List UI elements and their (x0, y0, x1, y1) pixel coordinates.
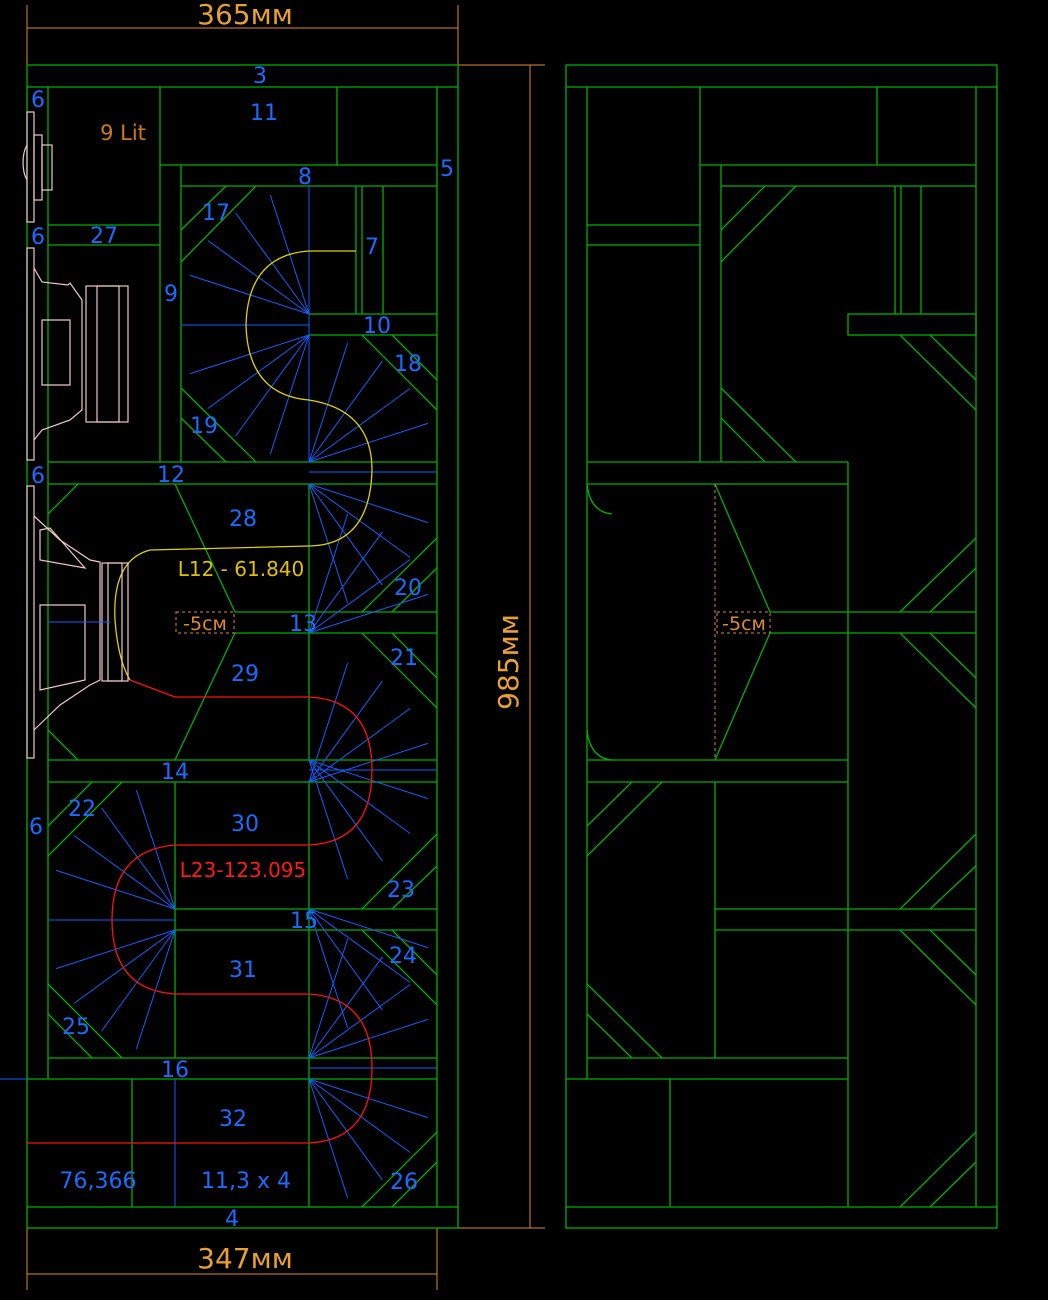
volume-label: 9 Lit (100, 121, 146, 145)
fan-line (308, 1078, 411, 1153)
label-14: 14 (161, 760, 189, 785)
dimension-height: 985мм (458, 64, 545, 1229)
label-22: 22 (68, 797, 96, 822)
label-9: 9 (164, 282, 178, 307)
fan-line (73, 835, 176, 910)
label-18: 18 (394, 352, 422, 377)
label-25: 25 (62, 1015, 90, 1040)
fan-line (308, 708, 411, 783)
label-31: 31 (229, 958, 257, 983)
label-11: 11 (250, 101, 278, 126)
label-10: 10 (363, 314, 391, 339)
dimension-top: 365мм (26, 0, 459, 65)
fan-line (308, 759, 429, 800)
label-26: 26 (390, 1170, 418, 1195)
label-3: 3 (253, 64, 267, 89)
label-28: 28 (229, 507, 257, 532)
fan-line (308, 513, 349, 634)
label-23: 23 (387, 878, 415, 903)
tweeter (22, 111, 53, 223)
fan-line (269, 334, 310, 455)
fan-line (101, 807, 176, 910)
label-7: 7 (365, 235, 379, 260)
port-path-long (27, 679, 373, 1144)
fan-line (308, 956, 383, 1059)
offset-box-left (175, 611, 235, 634)
area-value: 76,366 (60, 1169, 137, 1194)
dimension-bottom: 347мм (26, 1228, 438, 1290)
label-6: 6 (29, 815, 43, 840)
label-8: 8 (298, 165, 312, 190)
fan-line (308, 742, 429, 783)
fan-line (308, 908, 429, 949)
fan-line (308, 559, 411, 634)
label-19: 19 (190, 414, 218, 439)
label-4: 4 (225, 1207, 239, 1232)
label-6: 6 (31, 464, 45, 489)
offset-box-right (716, 611, 771, 634)
label-27: 27 (90, 224, 118, 249)
dimension-top-label: 365мм (197, 0, 293, 31)
fan-line (308, 680, 383, 783)
label-12: 12 (157, 463, 185, 488)
woofer-lower (26, 485, 129, 759)
label-29: 29 (231, 662, 259, 687)
fan-line (308, 1078, 383, 1181)
fan-line (308, 908, 383, 1011)
woofer-upper (26, 247, 129, 461)
yellow-path-length: L12 - 61.840 (178, 557, 305, 581)
fan-line (308, 483, 429, 524)
left-section (0, 64, 459, 1229)
label-16: 16 (161, 1058, 189, 1083)
fan-line (235, 334, 310, 437)
fan-line (308, 938, 349, 1059)
offset-label-left: -5см (183, 613, 227, 635)
label-21: 21 (390, 646, 418, 671)
fan-line (308, 908, 349, 1029)
label-30: 30 (231, 812, 259, 837)
fan-line (308, 531, 383, 634)
label-13: 13 (289, 612, 317, 637)
dimension-bottom-label: 347мм (197, 1242, 293, 1275)
fan-line (73, 929, 176, 1004)
fan-line (101, 929, 176, 1032)
label-17: 17 (202, 201, 230, 226)
label-24: 24 (389, 944, 417, 969)
annotations: 9 Lit L12 - 61.840 L23-123.095 -5см -5см… (60, 121, 766, 1194)
label-6: 6 (31, 225, 45, 250)
label-20: 20 (394, 576, 422, 601)
fan-line (308, 759, 383, 862)
fan-line (308, 593, 429, 634)
right-view (565, 64, 998, 1229)
fan-line (308, 360, 383, 463)
dimension-height-label: 985мм (492, 614, 525, 710)
label-5: 5 (440, 157, 454, 182)
fan-line (308, 984, 411, 1059)
red-path-length: L23-123.095 (180, 858, 307, 882)
label-32: 32 (219, 1107, 247, 1132)
fan-line (308, 662, 349, 783)
fan-line (308, 388, 411, 463)
fan-line (135, 789, 176, 910)
panel-labels: 3 4 5 6 6 6 6 7 8 9 10 11 12 13 14 15 16… (29, 64, 454, 1232)
fan-line (189, 274, 310, 315)
fan-line (135, 929, 176, 1050)
fan-line (308, 759, 411, 834)
label-15: 15 (290, 909, 318, 934)
offset-label-right: -5см (722, 613, 766, 635)
fan-line (308, 342, 349, 463)
fan-line (308, 1078, 349, 1199)
label-6: 6 (31, 88, 45, 113)
port-path-short (114, 250, 373, 681)
fan-line (308, 908, 411, 983)
port-size: 11,3 x 4 (201, 1169, 291, 1194)
